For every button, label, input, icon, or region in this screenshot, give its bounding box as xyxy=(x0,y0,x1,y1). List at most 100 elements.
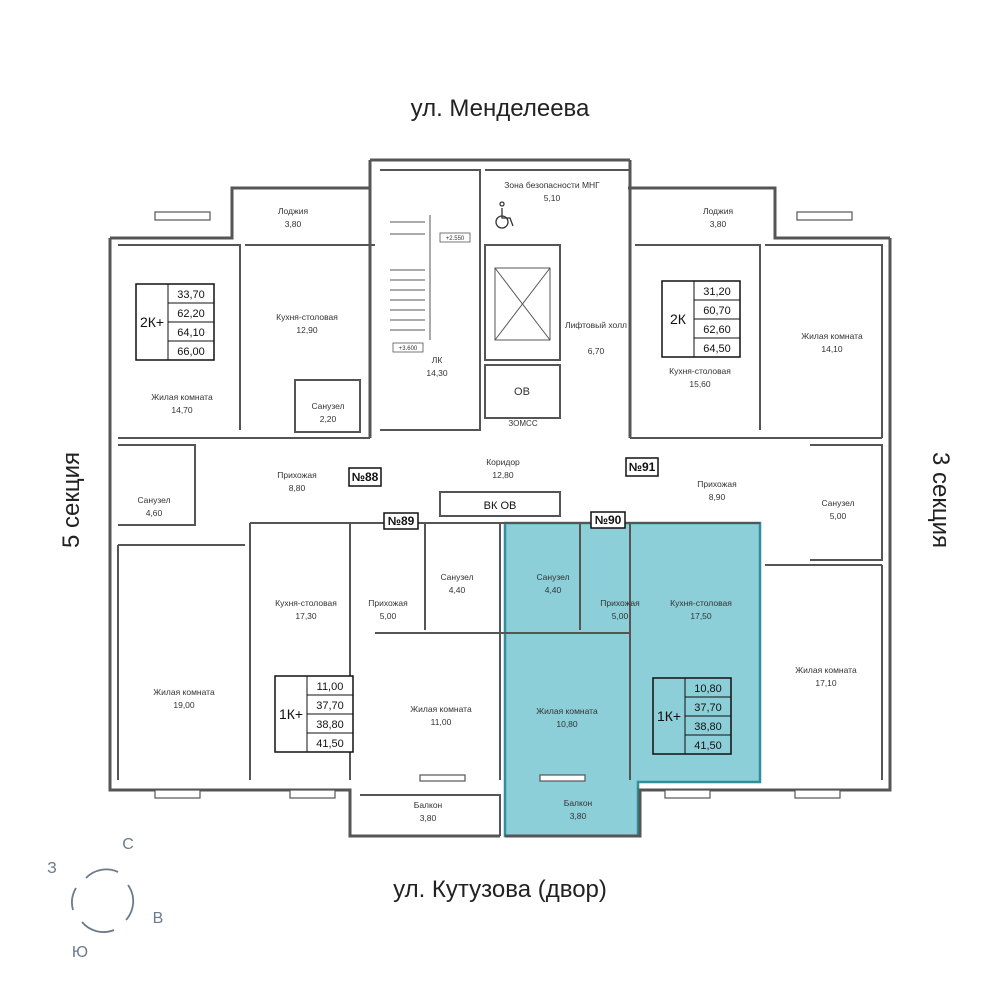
room-area: 12,80 xyxy=(492,470,514,480)
room-area: 12,90 xyxy=(296,325,318,335)
street-bottom: ул. Кутузова (двор) xyxy=(393,876,607,903)
room-name: Жилая комната xyxy=(410,704,472,714)
room-area: 17,30 xyxy=(295,611,317,621)
room-area: 14,70 xyxy=(171,405,193,415)
apartment-area: 64,50 xyxy=(703,343,731,355)
room-name: Кухня-столовая xyxy=(669,366,731,376)
room-name: Санузел xyxy=(440,572,473,582)
wheelchair-icon xyxy=(495,201,514,229)
room-area: 15,60 xyxy=(689,379,711,389)
apartment-area: 62,60 xyxy=(703,324,731,336)
compass-north: С xyxy=(122,836,134,853)
shaft-label: ВК ОВ xyxy=(484,500,517,512)
apartment-type: 2К+ xyxy=(140,314,164,330)
room-area: 8,80 xyxy=(289,483,306,493)
room-name: Прихожая xyxy=(277,470,317,480)
room-area: 4,60 xyxy=(146,508,163,518)
apartment-area: 60,70 xyxy=(703,305,731,317)
room-name: Жилая комната xyxy=(801,331,863,341)
room-area: 3,80 xyxy=(570,811,587,821)
room-area: 6,70 xyxy=(588,346,605,356)
level-mark: +3.600 xyxy=(399,346,418,352)
apartment-area: 38,80 xyxy=(316,719,344,731)
apartment-card-90[interactable]: 1К+ 10,80 37,70 38,80 41,50 xyxy=(652,677,732,755)
room-name: Санузел xyxy=(821,498,854,508)
apartment-area: 64,10 xyxy=(177,327,205,339)
room-area: 19,00 xyxy=(173,700,195,710)
windows xyxy=(154,211,853,799)
room-area: 10,80 xyxy=(556,719,578,729)
room-area: 14,30 xyxy=(426,368,448,378)
apartment-area: 41,50 xyxy=(316,738,344,750)
room-name: Жилая комната xyxy=(795,665,857,675)
room-name: Санузел xyxy=(536,572,569,582)
room-area: 5,10 xyxy=(544,193,561,203)
compass-south: Ю xyxy=(72,944,88,961)
room-area: 3,80 xyxy=(285,219,302,229)
staircase[interactable] xyxy=(390,215,431,340)
apartment-number: №89 xyxy=(388,514,415,528)
room-name: Жилая комната xyxy=(151,392,213,402)
compass: С В Ю З xyxy=(47,836,163,961)
room-name: ЛК xyxy=(432,355,443,365)
room-area: 5,00 xyxy=(830,511,847,521)
apartment-type: 1К+ xyxy=(657,708,681,724)
interior-walls xyxy=(117,169,883,836)
room-area: 17,50 xyxy=(690,611,712,621)
room-area: 14,10 xyxy=(821,344,843,354)
room-name: Санузел xyxy=(311,401,344,411)
apartment-card-88[interactable]: 2К+ 33,70 62,20 64,10 66,00 xyxy=(135,283,215,361)
room-name: Коридор xyxy=(486,457,520,467)
apartment-area: 38,80 xyxy=(694,721,722,733)
apartment-card-89[interactable]: 1К+ 11,00 37,70 38,80 41,50 xyxy=(274,675,354,753)
apartment-area: 41,50 xyxy=(694,740,722,752)
apartment-area: 10,80 xyxy=(694,683,722,695)
apartment-number: №90 xyxy=(595,513,622,527)
zomss-label: ЗОМСС xyxy=(508,419,537,428)
room-name: Прихожая xyxy=(600,598,640,608)
room-name: Прихожая xyxy=(368,598,408,608)
room-area: 8,90 xyxy=(709,492,726,502)
room-name: Кухня-столовая xyxy=(276,312,338,322)
room-name: Балкон xyxy=(414,800,443,810)
apartment-type: 2К xyxy=(670,311,687,327)
room-name: Жилая комната xyxy=(536,706,598,716)
room-name: Лифтовый холл xyxy=(565,320,627,330)
room-name: Прихожая xyxy=(697,479,737,489)
apartment-number: №91 xyxy=(629,460,656,474)
room-area: 3,80 xyxy=(420,813,437,823)
level-marks: +2.550 +3.600 ЗОМСС ВК ОВ xyxy=(392,232,538,512)
elevator-icon xyxy=(494,267,551,341)
apartment-number: №88 xyxy=(352,470,379,484)
room-area: 4,40 xyxy=(545,585,562,595)
room-area: 3,80 xyxy=(710,219,727,229)
room-name: Лоджия xyxy=(278,206,309,216)
apartment-area: 62,20 xyxy=(177,308,205,320)
room-labels: Лоджия 3,80 Кухня-столовая 12,90 Жилая к… xyxy=(137,180,863,823)
apartment-area: 37,70 xyxy=(316,700,344,712)
apartment-type: 1К+ xyxy=(279,706,303,722)
room-name: Зона безопасности МНГ xyxy=(504,180,600,190)
apartment-card-91[interactable]: 2К 31,20 60,70 62,60 64,50 xyxy=(661,280,741,358)
room-name: Санузел xyxy=(137,495,170,505)
room-name: ОВ xyxy=(514,386,530,398)
room-area: 2,20 xyxy=(320,414,337,424)
room-name: Кухня-столовая xyxy=(670,598,732,608)
apartment-area: 31,20 xyxy=(703,286,731,298)
room-name: Балкон xyxy=(564,798,593,808)
room-area: 11,00 xyxy=(431,717,452,727)
compass-east: В xyxy=(153,910,164,927)
building-walls xyxy=(108,158,892,838)
room-area: 4,40 xyxy=(449,585,466,595)
apartment-tags[interactable]: №88 №91 №89 №90 xyxy=(348,457,659,530)
room-name: Кухня-столовая xyxy=(275,598,337,608)
room-area: 5,00 xyxy=(612,611,629,621)
room-name: Лоджия xyxy=(703,206,734,216)
compass-west: З xyxy=(47,860,57,877)
street-top: ул. Менделеева xyxy=(410,95,590,122)
room-area: 17,10 xyxy=(815,678,837,688)
apartment-area: 37,70 xyxy=(694,702,722,714)
room-area: 5,00 xyxy=(380,611,397,621)
level-mark: +2.550 xyxy=(446,236,465,242)
